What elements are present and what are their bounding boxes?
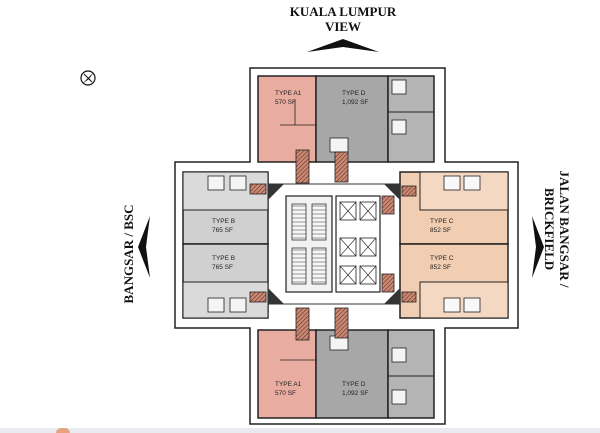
bottom-strip <box>0 428 600 433</box>
unit-type-label: TYPE A1 <box>275 381 302 388</box>
unit-east-c-upper: TYPE C 852 SF <box>399 171 509 245</box>
decorative-shape <box>56 428 70 433</box>
unit-west-b-lower: TYPE B 765 SF <box>182 243 269 319</box>
north-view-arrow <box>307 39 379 52</box>
unit-area-label: 570 SF <box>275 390 296 397</box>
unit-area-label: 570 SF <box>275 99 296 106</box>
lift-shafts <box>339 201 377 285</box>
east-view-label-line2: BRICKFIELD <box>542 188 557 270</box>
unit-area-label: 765 SF <box>212 227 233 234</box>
stair-4 <box>311 247 327 285</box>
east-view-label-line1: JALAN BANGSAR / <box>557 170 572 287</box>
east-view-arrow <box>532 216 544 278</box>
unit-area-label: 765 SF <box>212 264 233 271</box>
unit-type-label: TYPE C <box>430 218 454 225</box>
unit-area-label: 852 SF <box>430 264 451 271</box>
unit-north-d: TYPE D 1,092 SF <box>315 75 435 183</box>
unit-west-b-upper: TYPE B 765 SF <box>182 171 269 245</box>
west-view-label: BANGSAR / BSC <box>121 205 136 304</box>
north-arrow-icon <box>80 70 96 86</box>
stair-2 <box>311 203 327 241</box>
west-view-arrow <box>138 216 150 278</box>
unit-south-a1: TYPE A1 570 SF <box>257 307 317 419</box>
unit-north-a1: TYPE A1 570 SF <box>257 75 317 184</box>
unit-area-label: 1,092 SF <box>342 390 368 397</box>
building-core <box>268 184 400 304</box>
unit-type-label: TYPE D <box>342 381 366 388</box>
unit-type-label: TYPE B <box>212 255 235 262</box>
stair-3 <box>291 247 307 285</box>
unit-type-label: TYPE A1 <box>275 90 302 97</box>
unit-type-label: TYPE C <box>430 255 454 262</box>
unit-type-label: TYPE D <box>342 90 366 97</box>
unit-area-label: 852 SF <box>430 227 451 234</box>
unit-east-c-lower: TYPE C 852 SF <box>399 243 509 319</box>
north-view-label-line2: VIEW <box>325 19 361 34</box>
unit-south-d: TYPE D 1,092 SF <box>315 307 435 419</box>
unit-area-label: 1,092 SF <box>342 99 368 106</box>
unit-type-label: TYPE B <box>212 218 235 225</box>
north-view-label-line1: KUALA LUMPUR <box>290 4 397 19</box>
stair-1 <box>291 203 307 241</box>
